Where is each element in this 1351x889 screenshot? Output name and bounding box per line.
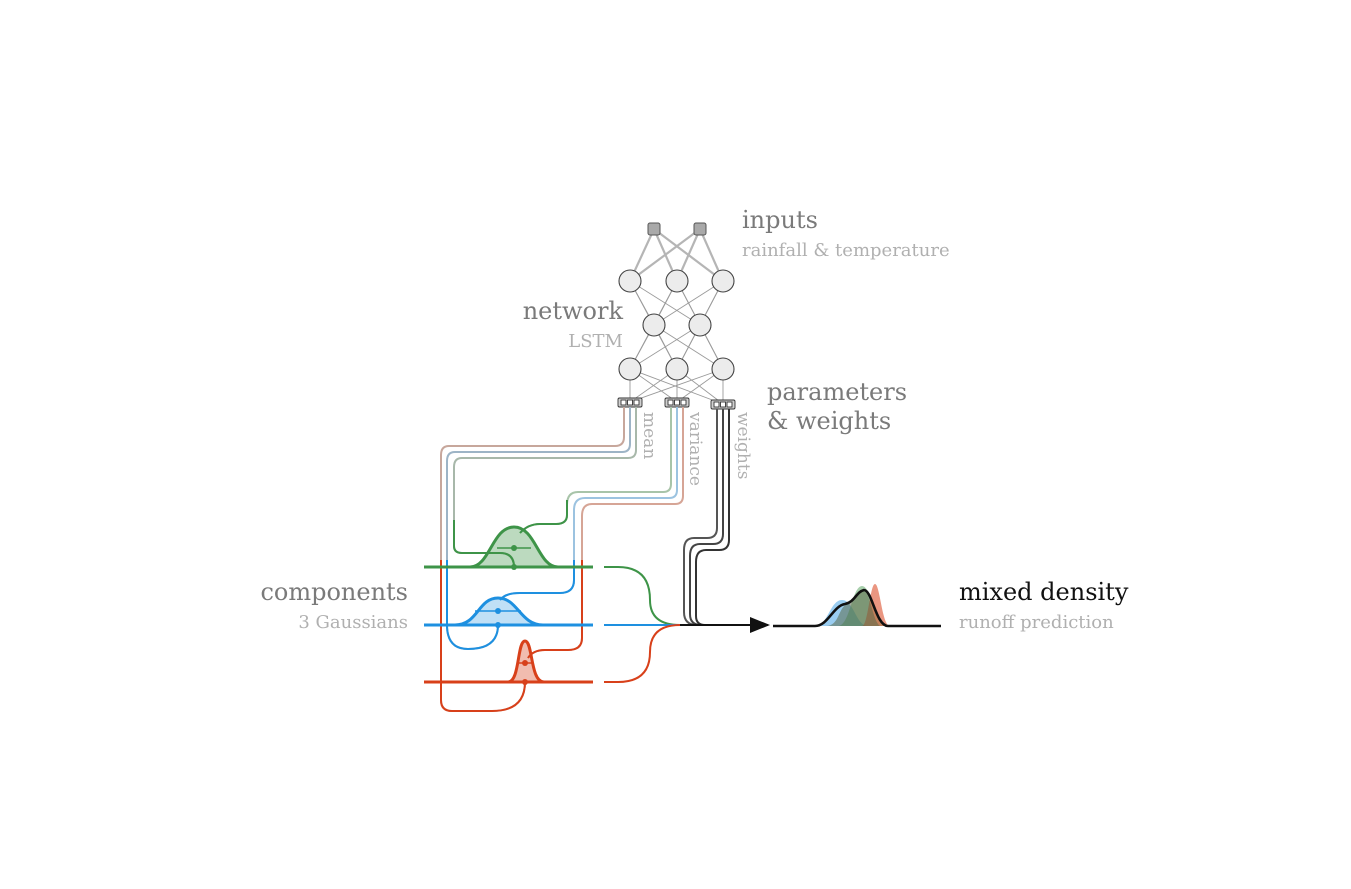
node-l2-2 <box>688 313 712 337</box>
param-weights-label: weights <box>733 412 753 479</box>
port-mean <box>617 397 643 408</box>
port-weights <box>710 399 736 410</box>
node-l1-2 <box>665 269 689 293</box>
port-variance <box>664 397 690 408</box>
weights-wires <box>683 409 730 626</box>
node-l1-1 <box>618 269 642 293</box>
input-nodes <box>647 222 707 236</box>
network-title: network <box>523 297 624 325</box>
merge-wires <box>604 566 681 683</box>
inputs-subtitle: rainfall & temperature <box>742 240 950 261</box>
param-variance-label: variance <box>685 411 705 486</box>
input-node-temperature <box>693 222 707 236</box>
components-subtitle: 3 Gaussians <box>298 612 408 633</box>
node-l3-2 <box>665 357 689 381</box>
mixed-subtitle: runoff prediction <box>959 612 1114 633</box>
network-subtitle: LSTM <box>568 331 623 352</box>
node-l2-1 <box>642 313 666 337</box>
component-green <box>424 525 593 570</box>
params-title-line2: & weights <box>767 407 891 435</box>
component-red <box>424 639 593 685</box>
hidden-nodes <box>618 269 735 381</box>
node-l3-3 <box>711 357 735 381</box>
mixed-title: mixed density <box>959 578 1129 606</box>
components-title: components <box>260 578 408 606</box>
output-ports <box>617 397 736 410</box>
node-l3-1 <box>618 357 642 381</box>
component-blue <box>424 596 593 628</box>
node-l1-3 <box>711 269 735 293</box>
inputs-title: inputs <box>742 206 818 234</box>
input-node-rainfall <box>647 222 661 236</box>
param-mean-label: mean <box>639 412 659 459</box>
labels: inputs rainfall & temperature network LS… <box>260 206 1128 633</box>
params-title-line1: parameters <box>767 378 907 406</box>
mixed-density <box>773 584 941 628</box>
